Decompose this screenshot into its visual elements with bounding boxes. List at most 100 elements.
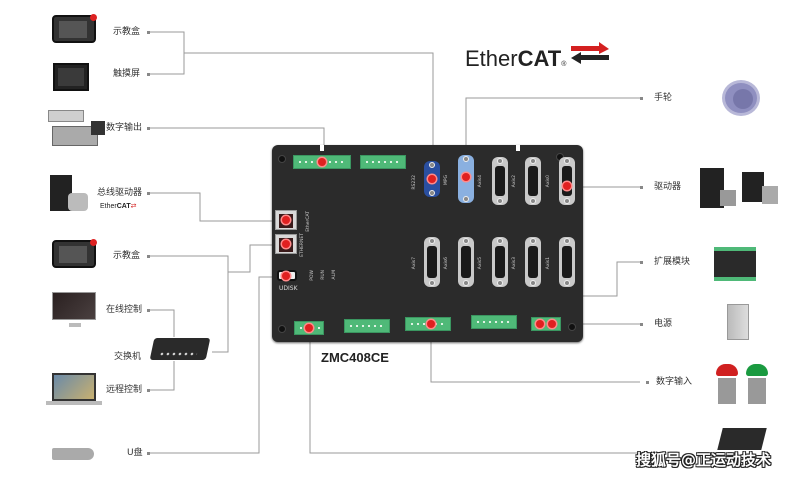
servo-drive-image (50, 175, 72, 211)
port-label-axis0: Axis0 (546, 175, 551, 188)
ethercat-logo: EtherCAT® (465, 42, 609, 72)
io-module-image (717, 428, 767, 450)
marker-dot (427, 320, 435, 328)
touch-screen-image (53, 63, 89, 91)
board-notch (516, 145, 520, 151)
green-button-image (746, 364, 768, 376)
led-pow: POW (310, 270, 315, 281)
controller-board: RS232 MPG Axis4 Axis2 Axis0 ETHERNET Eth… (272, 145, 583, 342)
screw-hole (278, 155, 286, 163)
watermark: 搜狐号@正运动技术 (636, 451, 772, 469)
led-alm: ALM (332, 270, 337, 280)
label-teach-pendant-2: 示教盒 (113, 251, 141, 261)
connector-dot (640, 186, 643, 189)
port-label-rs232: RS232 (412, 175, 417, 190)
bus-driver-ethercat-logo: EtherCAT⇄ (100, 203, 137, 210)
marker-dot (282, 272, 290, 280)
label-expansion-module: 扩展模块 (654, 257, 691, 267)
marker-dot (318, 158, 326, 166)
marker-dot (462, 173, 470, 181)
screw-hole (568, 323, 576, 331)
input-terminal-1 (344, 319, 390, 333)
udisk-label: UDISK (279, 285, 298, 292)
label-remote-control: 远程控制 (106, 385, 143, 395)
connector-dot (147, 309, 150, 312)
connector-dot (640, 261, 643, 264)
axis3-port (525, 237, 541, 287)
marker-dot (305, 324, 313, 332)
port-label-axis3: Axis3 (512, 257, 517, 270)
marker-dot (428, 175, 436, 183)
label-bus-driver: 总线驱动器 (97, 188, 143, 198)
input-terminal-3 (471, 315, 517, 329)
teach-pendant-image (52, 239, 97, 268)
connector-dot (147, 389, 150, 392)
logo-registered-mark: ® (561, 61, 567, 68)
label-power: 电源 (654, 319, 673, 329)
axis0-port (559, 157, 575, 205)
solenoid-valve-image (52, 121, 105, 146)
connector-dot (640, 323, 643, 326)
marker-dot (282, 216, 290, 224)
monitor-image (52, 292, 96, 327)
marker-dot (536, 320, 544, 328)
label-handwheel: 手轮 (654, 93, 673, 103)
connector-dot (147, 452, 150, 455)
network-switch-image (149, 338, 211, 360)
label-driver: 驱动器 (654, 182, 682, 192)
label-switch: 交换机 (114, 352, 142, 362)
model-name: ZMC408CE (321, 350, 389, 365)
connector-dot (147, 255, 150, 258)
teach-pendant-image (52, 14, 97, 43)
port-label-axis1: Axis1 (546, 257, 551, 270)
stepper-motor-image (762, 186, 778, 204)
marker-dot (563, 182, 571, 190)
connector-dot (147, 31, 150, 34)
cylinder-image (48, 110, 84, 122)
screw-hole (278, 325, 286, 333)
button-base-image (718, 378, 736, 404)
servo-motor-image (720, 190, 736, 206)
axis5-port (492, 237, 508, 287)
port-label-axis5: Axis5 (478, 257, 483, 270)
label-udisk: U盘 (127, 448, 143, 458)
handwheel-image (722, 80, 760, 116)
axis2-port (525, 157, 541, 205)
button-base-image (748, 378, 766, 404)
usb-drive-image (52, 448, 94, 460)
label-online-control: 在线控制 (106, 305, 143, 315)
ethercat-arrow-icon (571, 42, 609, 64)
connector-dot (646, 381, 649, 384)
port-label-axis7: Axis7 (412, 257, 417, 270)
port-label-axis2: Axis2 (512, 175, 517, 188)
led-run: RUN (321, 270, 326, 280)
output-terminal-2 (360, 155, 406, 169)
marker-dot (282, 240, 290, 248)
axis6-port (458, 237, 474, 287)
port-label-ethercat: EtherCAT (306, 211, 311, 232)
connector-dot (147, 192, 150, 195)
marker-dot (548, 320, 556, 328)
expansion-module-image (714, 247, 756, 281)
label-digital-output: 数字输出 (106, 123, 143, 133)
axis1-port (559, 237, 575, 287)
label-teach-pendant-1: 示教盒 (113, 27, 141, 37)
port-label-mpg: MPG (444, 175, 449, 186)
red-button-image (716, 364, 738, 376)
port-label-axis4: Axis4 (478, 175, 483, 188)
port-label-ethernet: ETHERNET (300, 233, 305, 257)
label-digital-input: 数字输入 (656, 377, 693, 387)
servo-motor-image (68, 193, 88, 211)
connector-dot (147, 73, 150, 76)
axis4-port (492, 157, 508, 205)
axis7-port (424, 237, 440, 287)
power-supply-image (727, 304, 749, 340)
label-touch-screen: 触摸屏 (113, 69, 141, 79)
port-label-axis6: Axis6 (444, 257, 449, 270)
board-notch (320, 145, 324, 151)
stepper-driver-image (742, 172, 764, 202)
connector-dot (147, 127, 150, 130)
logo-text-cat: CAT (517, 46, 562, 71)
connector-dot (640, 97, 643, 100)
laptop-base (46, 401, 102, 405)
